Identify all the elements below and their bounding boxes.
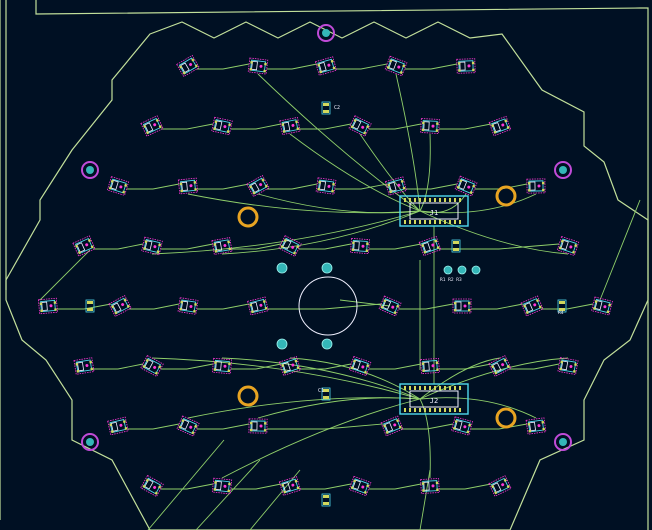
led-footprint-icon[interactable] — [246, 174, 270, 198]
small-part-icon[interactable] — [321, 101, 331, 115]
mount-hole-purple-2[interactable] — [81, 161, 99, 179]
led-footprint-icon[interactable] — [384, 55, 408, 77]
led-footprint-icon[interactable] — [140, 474, 164, 498]
via-icon — [276, 338, 288, 350]
center-ring — [298, 276, 358, 336]
small-part-icon[interactable] — [451, 239, 461, 253]
led-footprint-icon[interactable] — [37, 297, 59, 315]
resistor-array-label: R1 R2 R3 — [440, 277, 462, 283]
mount-hole-gold-4[interactable] — [495, 407, 517, 429]
component-label-right: R4 — [558, 310, 564, 316]
mount-hole-gold-1[interactable] — [237, 206, 259, 228]
mount-hole-purple-1[interactable] — [317, 24, 335, 42]
connector-j2[interactable]: J2 — [399, 383, 469, 415]
board-outline — [5, 21, 649, 530]
led-footprint-icon[interactable] — [520, 295, 544, 317]
led-footprint-icon[interactable] — [488, 355, 512, 377]
led-footprint-icon[interactable] — [418, 235, 442, 257]
mount-hole-purple-5[interactable] — [554, 433, 572, 451]
traces-layer — [39, 63, 641, 530]
led-footprint-icon[interactable] — [556, 236, 580, 256]
component-label-top: C2 — [334, 105, 340, 111]
led-footprint-icon[interactable] — [557, 357, 579, 375]
led-footprint-icon[interactable] — [456, 58, 476, 74]
via-icon — [321, 338, 333, 350]
via-icon — [443, 265, 453, 275]
small-part-icon[interactable] — [321, 493, 331, 507]
connector-j1[interactable]: J1 — [399, 195, 469, 227]
connector-j2-label: J2 — [430, 397, 438, 405]
mount-hole-gold-3[interactable] — [237, 385, 259, 407]
led-footprint-icon[interactable] — [106, 176, 130, 196]
led-footprint-icon[interactable] — [73, 357, 95, 375]
led-footprint-icon[interactable] — [380, 415, 404, 437]
led-footprint-icon[interactable] — [140, 355, 164, 377]
led-footprint-icon[interactable] — [177, 177, 199, 195]
component-label-bottom: C1 — [318, 388, 324, 394]
via-icon — [457, 265, 467, 275]
led-footprint-icon[interactable] — [454, 175, 478, 197]
via-icon — [321, 262, 333, 274]
connector-j1-label: J1 — [430, 209, 438, 217]
small-part-icon[interactable] — [557, 299, 567, 313]
led-footprint-icon[interactable] — [348, 475, 372, 497]
mount-hole-gold-2[interactable] — [495, 185, 517, 207]
via-icon — [471, 265, 481, 275]
mount-hole-purple-4[interactable] — [81, 433, 99, 451]
led-footprint-icon[interactable] — [378, 295, 402, 317]
led-footprint-icon[interactable] — [452, 298, 472, 314]
led-footprint-icon[interactable] — [278, 476, 302, 496]
led-footprint-icon[interactable] — [348, 115, 372, 137]
via-icon — [276, 262, 288, 274]
mount-hole-purple-3[interactable] — [554, 161, 572, 179]
led-footprint-icon[interactable] — [314, 56, 338, 76]
small-part-icon[interactable] — [321, 387, 331, 401]
via-group — [276, 262, 481, 350]
led-footprint-icon[interactable] — [248, 418, 268, 434]
small-part-icon[interactable] — [85, 299, 95, 313]
